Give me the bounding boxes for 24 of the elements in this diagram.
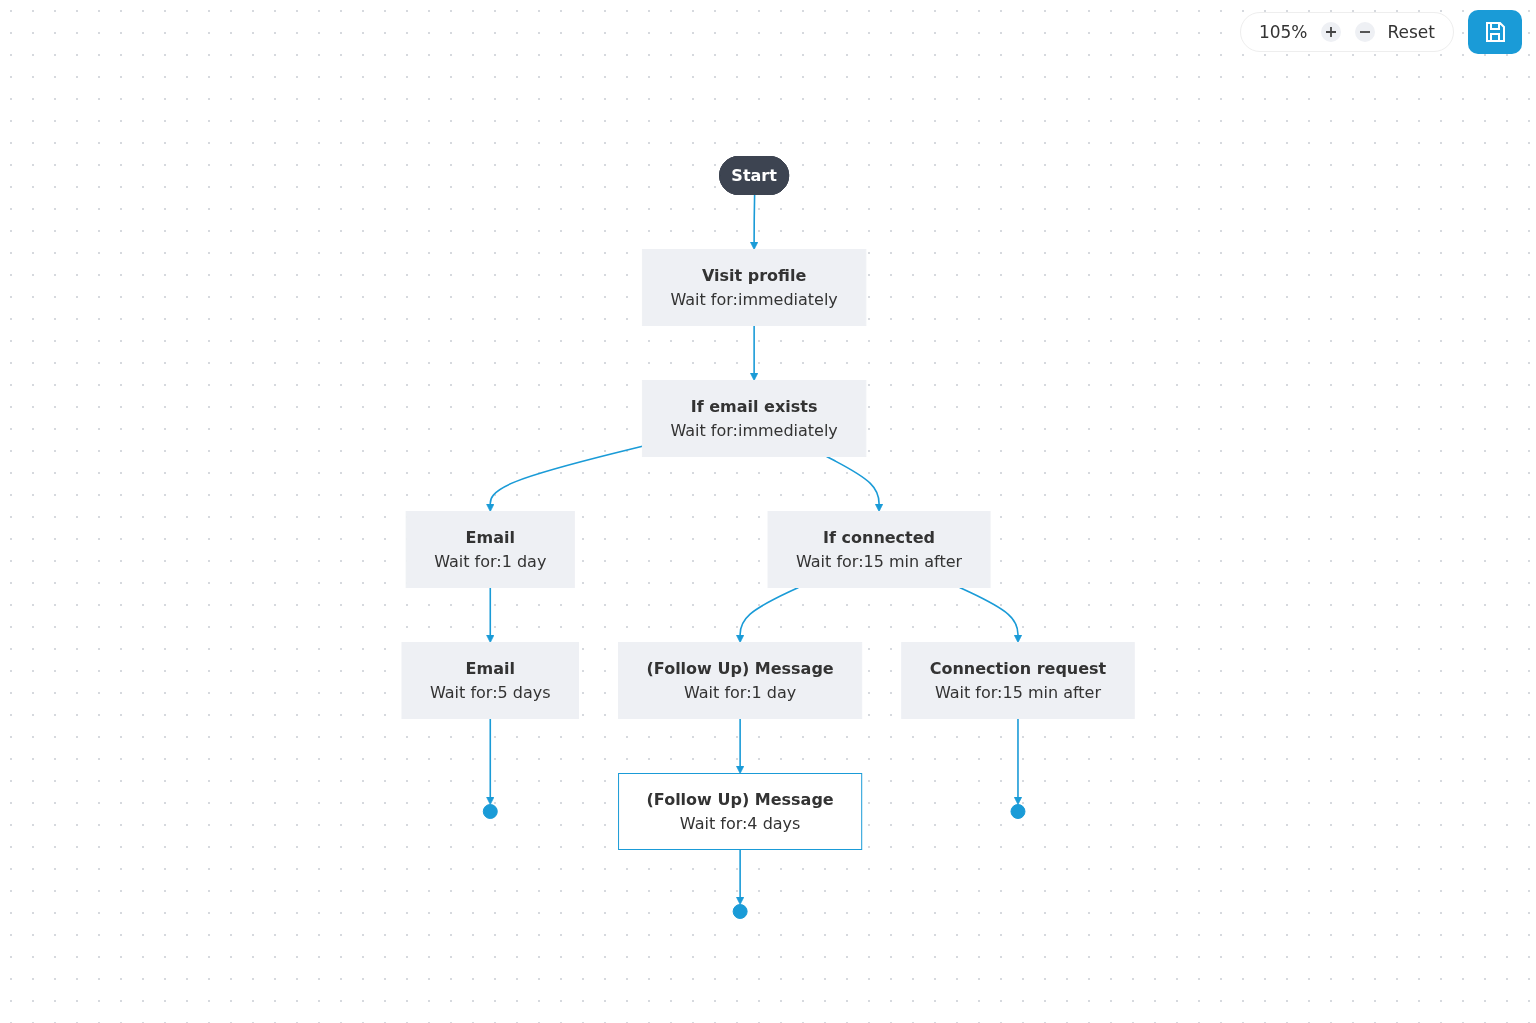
arrow [825, 455, 884, 512]
node-circle [1010, 804, 1026, 819]
node-box: Email Wait for:5 days [401, 642, 579, 719]
node-box: Visit profile Wait for:immediately [641, 249, 867, 326]
zoom-level: 105% [1258, 22, 1308, 42]
arrow [749, 194, 759, 250]
node-box: (Follow Up) Message Wait for:4 days [617, 773, 863, 850]
node-box: Email Wait for:1 day [405, 511, 575, 588]
node-box: If email exists Wait for:immediately [641, 380, 867, 457]
node-circle [482, 804, 498, 819]
arrow [735, 586, 800, 643]
arrow [485, 445, 644, 512]
node-box: (Follow Up) Message Wait for:1 day [617, 642, 863, 719]
arrow [749, 324, 759, 381]
node-circle [732, 904, 748, 919]
node-box: If connected Wait for:15 min after [767, 511, 991, 588]
arrow [735, 848, 745, 905]
arrow [958, 586, 1023, 643]
arrow [735, 717, 745, 774]
node-box: Connection request Wait for:15 min after [901, 642, 1135, 719]
arrow [1013, 717, 1023, 805]
arrow [485, 717, 495, 805]
reset-link: Reset [1387, 22, 1435, 42]
arrow [485, 586, 495, 643]
